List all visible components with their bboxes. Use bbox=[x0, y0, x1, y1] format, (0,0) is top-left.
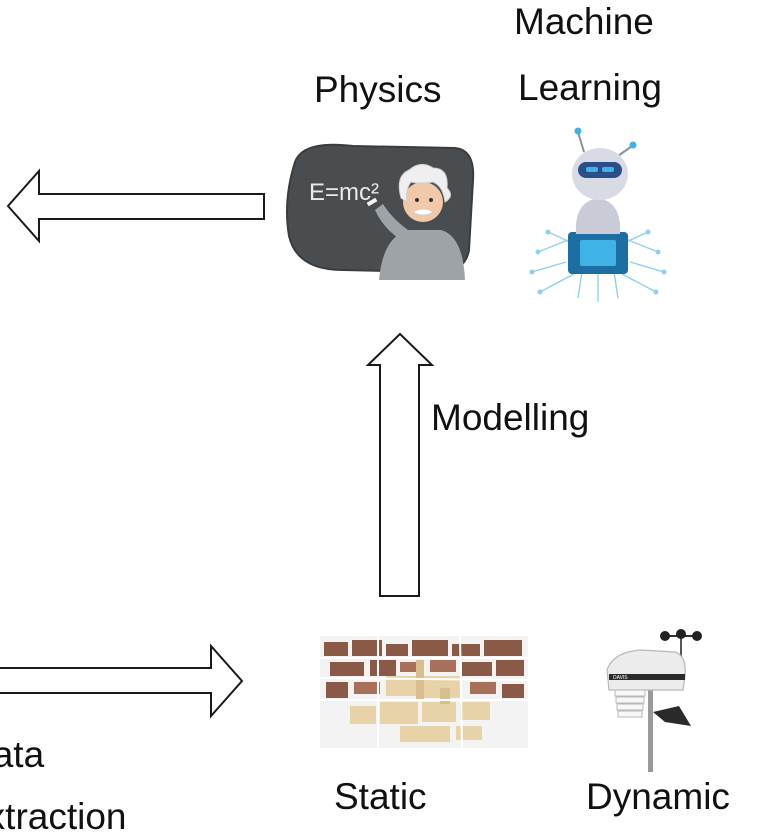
learning-label: Learning bbox=[518, 67, 663, 108]
modelling-label: Modelling bbox=[431, 397, 590, 438]
extraction-label: Extraction bbox=[0, 796, 127, 837]
data-label: Data bbox=[0, 734, 45, 775]
station-brand-text: DAVIS bbox=[613, 675, 628, 681]
physics-chalkboard-illustration: E=mc² bbox=[286, 143, 475, 280]
machine-label: Machine bbox=[514, 1, 654, 42]
physics-label: Physics bbox=[314, 69, 442, 110]
static-label: Static bbox=[334, 776, 427, 817]
weather-station-illustration: DAVIS bbox=[606, 629, 702, 772]
city-3d-model-illustration bbox=[319, 635, 529, 749]
formula-text: E=mc² bbox=[309, 179, 379, 206]
dynamic-label: Dynamic bbox=[586, 776, 730, 817]
robot-ai-chip-illustration bbox=[529, 127, 667, 302]
